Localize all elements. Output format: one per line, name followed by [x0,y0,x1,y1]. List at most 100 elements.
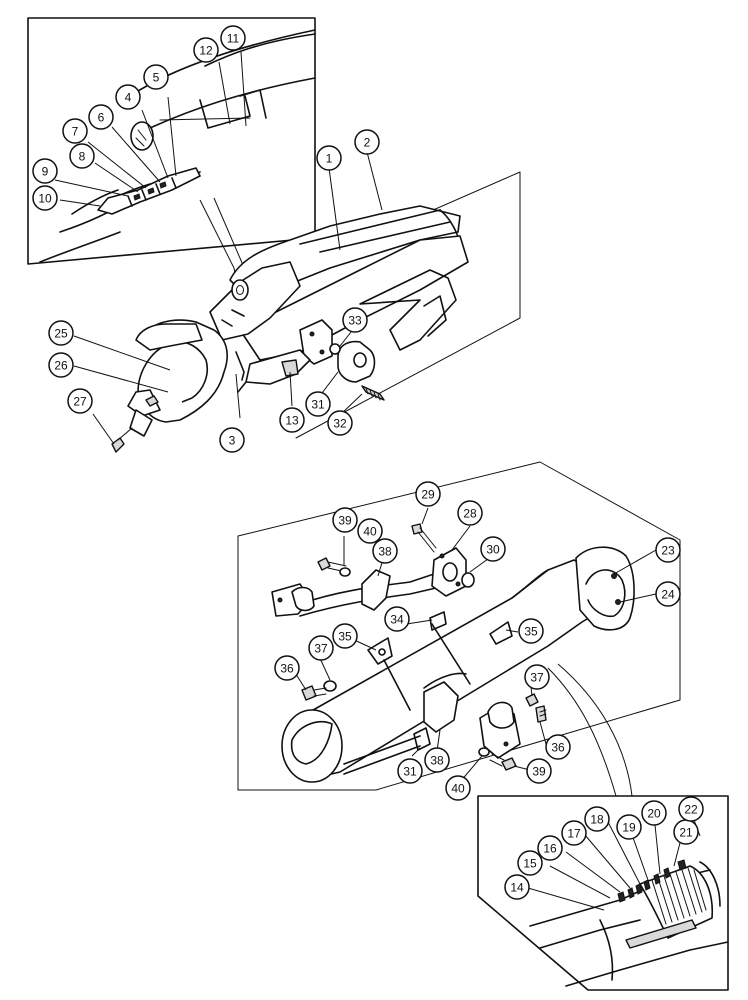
callout-label: 40 [363,525,377,539]
callout-circle [655,537,681,563]
callout-circle [308,635,334,661]
callout-circle [69,143,95,169]
callout-c26: 26 [48,352,74,378]
callout-c22: 22 [678,796,704,822]
callout-label: 18 [590,813,604,827]
inset-projection-line [213,197,247,273]
callout-label: 14 [510,881,524,895]
callout-c35a: 35 [332,623,358,649]
callout-circle [357,518,383,544]
callout-circle [372,538,398,564]
callout-c2: 2 [354,129,380,155]
callout-label: 35 [524,625,538,639]
callout-circle [274,655,300,681]
callout-c24: 24 [655,581,681,607]
callout-circle [220,25,246,51]
callout-circle [678,796,704,822]
callout-circle [526,758,552,784]
callout-c37a: 37 [308,635,334,661]
callout-circle [88,104,114,130]
callout-label: 39 [338,514,352,528]
callout-circle [316,145,342,171]
callout-circle [327,410,353,436]
callout-circle [354,129,380,155]
callout-circle [424,747,450,773]
callout-label: 6 [98,111,105,125]
callout-c17: 17 [561,820,587,846]
callout-label: 1 [326,152,333,166]
callout-label: 5 [153,71,160,85]
callout-label: 2 [364,136,371,150]
callout-label: 30 [486,543,500,557]
callout-circle [342,307,368,333]
callout-c31b: 31 [397,758,423,784]
callout-c19: 19 [616,814,642,840]
callout-label: 23 [661,544,675,558]
callout-circle [62,118,88,144]
callout-circle [504,874,530,900]
callout-label: 29 [421,488,435,502]
callout-circle [524,664,550,690]
callout-c13: 13 [279,407,305,433]
callout-c28: 28 [457,500,483,526]
callout-c12: 12 [193,37,219,63]
callout-c32: 32 [327,410,353,436]
callout-circle [332,623,358,649]
callout-c36b: 36 [545,734,571,760]
callout-c25: 25 [48,320,74,346]
callout-circle [616,814,642,840]
callout-c27: 27 [67,388,93,414]
callout-label: 27 [73,395,87,409]
callout-c18: 18 [584,806,610,832]
callout-circle [545,734,571,760]
callout-c40b: 40 [445,775,471,801]
callout-label: 33 [348,314,362,328]
callout-c38b: 38 [424,747,450,773]
callout-circle [193,37,219,63]
callout-c40a: 40 [357,518,383,544]
callout-layer: 1234567891011121314151617181920212223242… [32,25,704,900]
top-detail-inset [27,17,316,265]
callout-circle [279,407,305,433]
lower-exploded-assembly [237,461,681,797]
callout-circle [48,352,74,378]
callout-c38a: 38 [372,538,398,564]
callout-c31a: 31 [305,391,331,417]
callout-label: 36 [280,662,294,676]
callout-circle [115,84,141,110]
callout-label: 10 [38,192,52,206]
callout-label: 37 [530,671,544,685]
callout-circle [457,500,483,526]
callout-c39b: 39 [526,758,552,784]
callout-label: 17 [567,827,581,841]
callout-circle [480,536,506,562]
callout-label: 13 [285,414,299,428]
inset-projection-line [199,199,237,279]
callout-c36a: 36 [274,655,300,681]
callout-c4: 4 [115,84,141,110]
callout-circle [219,427,245,453]
callout-label: 31 [311,398,325,412]
callout-label: 16 [543,842,557,856]
callout-circle [655,581,681,607]
callout-circle [445,775,471,801]
callout-label: 21 [679,826,693,840]
callout-label: 39 [532,765,546,779]
callout-c20: 20 [641,800,667,826]
callout-label: 11 [227,32,240,46]
callout-label: 4 [125,91,132,105]
callout-c10: 10 [32,185,58,211]
callout-label: 22 [684,803,698,817]
callout-c5: 5 [143,64,169,90]
callout-circle [67,388,93,414]
callout-circle [537,835,563,861]
callout-circle [332,507,358,533]
callout-label: 12 [199,44,213,58]
callout-c9: 9 [32,158,58,184]
callout-circle [143,64,169,90]
callout-c23: 23 [655,537,681,563]
callout-c39a: 39 [332,507,358,533]
callout-label: 40 [451,782,465,796]
callout-circle [517,850,543,876]
callout-c6: 6 [88,104,114,130]
